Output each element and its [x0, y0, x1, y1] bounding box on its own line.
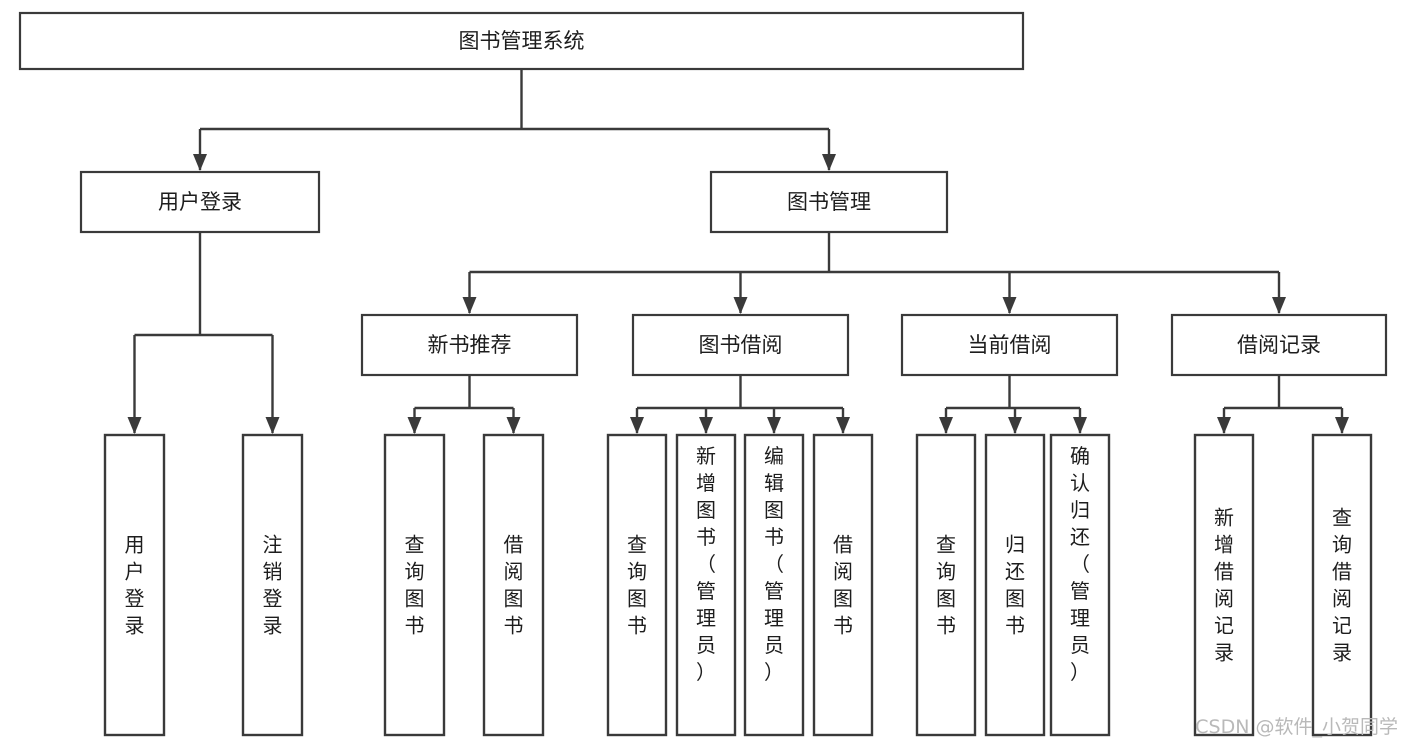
arrow-head-icon [939, 417, 953, 434]
node-label: 新增借阅记录 [1214, 505, 1234, 664]
arrow-head-icon [767, 417, 781, 434]
node-leaf-logout[interactable]: 注销登录 [241, 433, 304, 737]
node-label: 借阅图书 [833, 532, 853, 637]
connector-group-current-borrow [939, 375, 1087, 434]
connector-group-root [193, 69, 836, 171]
node-box[interactable] [1170, 313, 1388, 377]
node-leaf-query-book-borrow[interactable]: 查询图书 [606, 433, 668, 737]
node-borrow-record[interactable]: 借阅记录 [1170, 313, 1388, 377]
node-box[interactable] [915, 433, 977, 737]
node-current-borrow[interactable]: 当前借阅 [900, 313, 1119, 377]
node-box[interactable] [103, 433, 166, 737]
node-box[interactable] [900, 313, 1119, 377]
arrow-head-icon [1002, 297, 1017, 314]
node-label: 查询图书 [627, 532, 647, 637]
node-box[interactable] [1049, 433, 1111, 737]
connector-layer [127, 69, 1349, 434]
node-leaf-user-login[interactable]: 用户登录 [103, 433, 166, 737]
node-box[interactable] [709, 170, 949, 234]
arrow-head-icon [265, 417, 280, 434]
node-leaf-query-book-current[interactable]: 查询图书 [915, 433, 977, 737]
connector-group-borrow-record [1217, 375, 1349, 434]
node-label: 图书借阅 [699, 333, 783, 357]
node-user-login[interactable]: 用户登录 [79, 170, 321, 234]
arrow-head-icon [630, 417, 644, 434]
node-label: 归还图书 [1005, 532, 1025, 637]
node-label: 新增图书（管理员） [696, 444, 716, 684]
node-book-borrow[interactable]: 图书借阅 [631, 313, 850, 377]
node-box[interactable] [482, 433, 545, 737]
arrow-head-icon [1073, 417, 1087, 434]
node-label: 借阅图书 [504, 532, 524, 637]
arrow-head-icon [836, 417, 850, 434]
node-root[interactable]: 图书管理系统 [18, 11, 1025, 71]
node-layer: 图书管理系统用户登录图书管理新书推荐图书借阅当前借阅借阅记录用户登录注销登录查询… [18, 11, 1388, 737]
node-leaf-add-book-admin[interactable]: 新增图书（管理员） [675, 433, 737, 737]
arrow-head-icon [127, 417, 142, 434]
node-box[interactable] [18, 11, 1025, 71]
node-box[interactable] [383, 433, 446, 737]
node-label: 当前借阅 [968, 333, 1052, 357]
node-leaf-query-book-recommend[interactable]: 查询图书 [383, 433, 446, 737]
node-box[interactable] [79, 170, 321, 234]
connector-group-book-borrow [630, 375, 850, 434]
node-leaf-add-borrow-record[interactable]: 新增借阅记录 [1193, 433, 1255, 737]
node-box[interactable] [1311, 433, 1373, 737]
node-box[interactable] [675, 433, 737, 737]
arrow-head-icon [822, 154, 836, 171]
node-label: 新书推荐 [428, 333, 512, 357]
arrow-head-icon [1335, 417, 1349, 434]
node-box[interactable] [812, 433, 874, 737]
node-label: 确认归还（管理员） [1070, 444, 1090, 684]
arrow-head-icon [1217, 417, 1231, 434]
node-box[interactable] [241, 433, 304, 737]
node-leaf-borrow-book[interactable]: 借阅图书 [812, 433, 874, 737]
node-label: 编辑图书（管理员） [764, 444, 784, 684]
node-leaf-edit-book-admin[interactable]: 编辑图书（管理员） [743, 433, 805, 737]
node-leaf-borrow-book-recommend[interactable]: 借阅图书 [482, 433, 545, 737]
node-box[interactable] [360, 313, 579, 377]
node-book-manage[interactable]: 图书管理 [709, 170, 949, 234]
node-box[interactable] [1193, 433, 1255, 737]
node-label: 用户登录 [125, 532, 145, 637]
node-box[interactable] [984, 433, 1046, 737]
node-leaf-confirm-return-admin[interactable]: 确认归还（管理员） [1049, 433, 1111, 737]
node-leaf-return-book[interactable]: 归还图书 [984, 433, 1046, 737]
node-label: 用户登录 [158, 190, 242, 214]
node-leaf-query-borrow-record[interactable]: 查询借阅记录 [1311, 433, 1373, 737]
connector-group-new-book-recommend [407, 375, 521, 434]
arrow-head-icon [733, 297, 748, 314]
node-box[interactable] [606, 433, 668, 737]
arrow-head-icon [1272, 297, 1286, 314]
arrow-head-icon [1008, 417, 1022, 434]
node-label: 查询借阅记录 [1332, 505, 1352, 664]
node-new-book-recommend[interactable]: 新书推荐 [360, 313, 579, 377]
watermark-label: CSDN @软件_小贺同学 [1195, 716, 1398, 738]
node-label: 图书管理 [787, 190, 871, 214]
arrow-head-icon [506, 417, 521, 434]
node-box[interactable] [631, 313, 850, 377]
arrow-head-icon [193, 154, 207, 171]
node-label: 借阅记录 [1237, 333, 1321, 357]
node-box[interactable] [743, 433, 805, 737]
arrow-head-icon [699, 417, 713, 434]
arrow-head-icon [407, 417, 422, 434]
arrow-head-icon [462, 297, 477, 314]
node-label: 查询图书 [936, 532, 956, 637]
connector-group-user-login [127, 232, 280, 434]
node-label: 注销登录 [263, 532, 283, 637]
connector-group-book-manage [462, 232, 1286, 314]
node-label: 查询图书 [405, 532, 425, 637]
node-label: 图书管理系统 [459, 29, 585, 53]
